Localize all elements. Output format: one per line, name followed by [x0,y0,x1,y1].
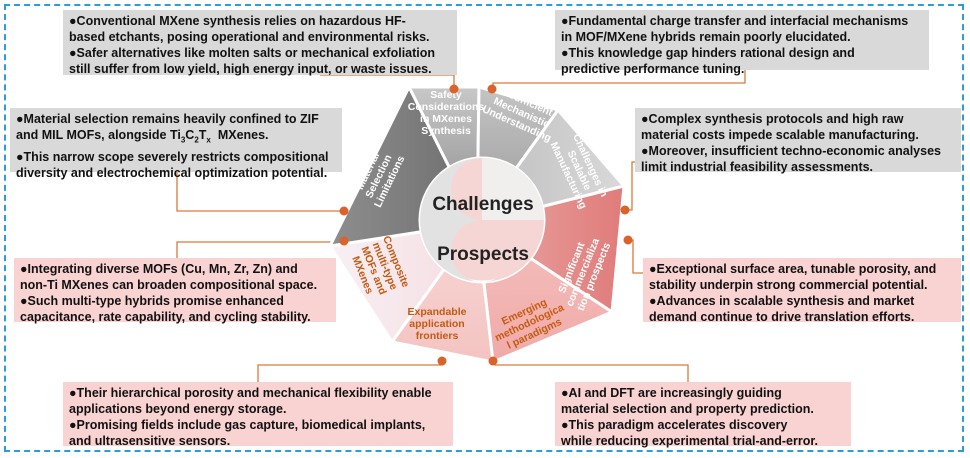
center-prospects: Prospects [437,244,529,265]
box-text: and MIL MOFs, alongside [16,128,170,142]
box-line: ●Such multi-type hybrids promise enhance… [20,294,284,308]
box-line: and ultrasensitive sensors. [69,434,231,448]
center-challenges: Challenges [432,194,533,215]
segment-label-composite: Compositemulti-typeMOFs andMXenes [347,234,412,302]
box-line: non-Ti MXenes can broaden compositional … [20,278,318,292]
box-line: ●Integrating diverse MOFs (Cu, Mn, Zr, Z… [20,262,298,276]
box-line: ●This narrow scope severely restricts co… [16,149,329,164]
box-line: material costs impede scalable manufactu… [641,128,919,142]
center-circle [418,156,546,284]
segment-label-line: Expandable [408,306,467,318]
dot-commercial [623,235,633,245]
dashed-frame [4,4,964,452]
formula-sub-2: 2 [194,135,199,145]
connector-safety [320,74,455,88]
segment-label-line: application [409,318,464,330]
dot-composite [339,236,349,246]
box-line: ●Promising fields include gas capture, b… [69,418,426,432]
box-line: predictive performance tuning. [561,62,745,76]
box-material: ●Material selection remains heavily conf… [10,108,342,180]
box-line: ●This paradigm accelerates discovery [561,418,788,432]
connector-frontiers [257,360,443,382]
box-line: ●Fundamental charge transfer and interfa… [561,14,909,28]
formula-c: C [185,128,195,142]
dot-frontiers [437,356,447,366]
segment-label-line: Considerations [408,101,485,113]
box-line: still suffer from low yield, high energy… [69,62,432,76]
box-line: in MOF/MXene hybrids remain poorly eluci… [561,30,851,44]
box-line: applications beyond energy storage. [69,402,287,416]
box-line: material selection and property predicti… [561,402,814,416]
formula-sub-x: x [206,135,211,145]
box-commercial: ●Exceptional surface area, tunable poros… [643,258,961,324]
box-line: ●Moreover, insufficient techno-economic … [641,144,941,158]
dot-scalable [620,205,630,215]
box-line: based etchants, posing operational and e… [69,30,430,44]
connector-dots [339,84,633,366]
box-mechanistic: ●Fundamental charge transfer and interfa… [555,10,929,76]
box-line: ●Exceptional surface area, tunable poros… [649,262,937,276]
dot-emerging [488,356,498,366]
box-line: ●Conventional MXene synthesis relies on … [69,14,406,28]
box-line-formula: and MIL MOFs, alongside Ti3C2Tx MXenes. [16,127,336,149]
box-line: ●Their hierarchical porosity and mechani… [69,386,432,400]
box-line: demand continue to drive translation eff… [649,310,915,324]
dot-mechanistic [487,84,497,94]
box-line: while reducing experimental trial-and-er… [561,434,819,448]
connector-composite [176,241,344,258]
box-line: stability underpin strong commercial pot… [649,278,928,292]
formula-ti: Ti [169,128,181,142]
box-line: ●Advances in scalable synthesis and mark… [649,294,915,308]
box-line: ●Safer alternatives like molten salts or… [69,46,436,60]
dot-material [339,206,349,216]
segment-label-line: in MXenes [420,113,472,125]
box-line: diversity and electrochemical optimizati… [16,165,328,180]
box-composite: ●Integrating diverse MOFs (Cu, Mn, Zr, Z… [14,258,336,324]
box-line: ●AI and DFT are increasingly guiding [561,386,782,400]
formula-sub-3: 3 [180,135,186,145]
box-scalable: ●Complex synthesis protocols and high ra… [635,108,961,174]
segment-label-line: frontiers [416,330,459,342]
connector-emerging [494,360,689,382]
box-line: limit industrial feasibility assessments… [641,160,874,174]
box-line: ●Complex synthesis protocols and high ra… [641,112,904,126]
connector-material [176,172,344,212]
box-frontiers: ●Their hierarchical porosity and mechani… [63,382,453,448]
dot-safety [449,84,459,94]
box-line: capacitance, rate capability, and cyclin… [20,310,311,324]
formula-t: T [198,128,207,142]
box-text: MXenes. [210,128,269,142]
formula: Ti3C2Tx [169,128,211,145]
box-line: ●This knowledge gap hinders rational des… [561,46,855,60]
box-safety: ●Conventional MXene synthesis relies on … [63,10,457,76]
segment-label-line: Synthesis [421,125,471,137]
box-line: ●Material selection remains heavily conf… [16,112,319,126]
box-emerging: ●AI and DFT are increasingly guiding mat… [555,382,851,448]
